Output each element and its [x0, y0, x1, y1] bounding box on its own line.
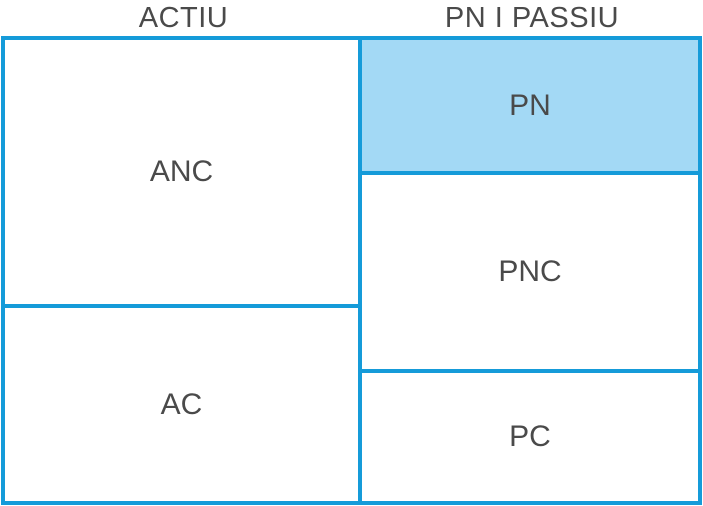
pc-cell: PC	[358, 369, 702, 505]
pn-label: PN	[509, 88, 551, 122]
anc-label: ANC	[149, 155, 214, 188]
anc-cell: ANC	[1, 36, 362, 308]
pnc-cell: PNC	[358, 171, 702, 373]
actiu-header: ACTIU	[138, 1, 229, 34]
pn-cell: PN	[358, 36, 702, 175]
ac-label: AC	[160, 387, 203, 421]
pnc-label: PNC	[498, 255, 562, 288]
pc-label: PC	[509, 420, 551, 453]
ac-cell: AC	[1, 304, 362, 505]
pn-i-passiu-header: PN I PASSIU	[444, 1, 620, 34]
